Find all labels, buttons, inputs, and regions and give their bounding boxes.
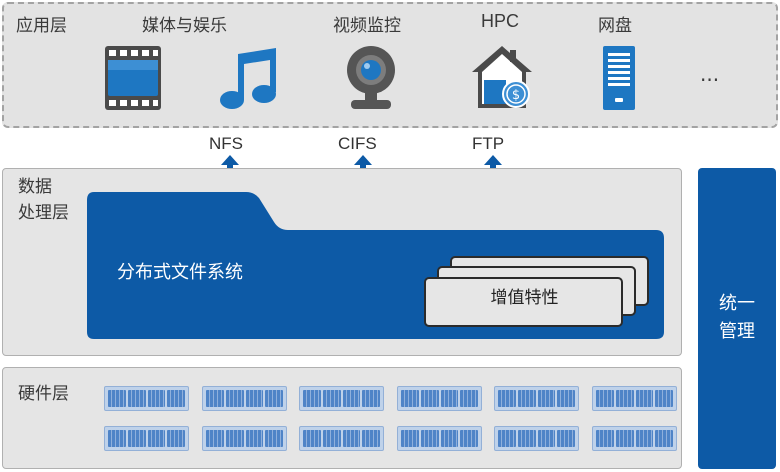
hpc-label: HPC	[481, 11, 520, 31]
disk-slot	[460, 390, 478, 407]
unified-management-label: 统一 管理	[698, 290, 776, 346]
server-tower-icon	[603, 46, 635, 110]
disk-slot	[557, 430, 575, 447]
disk-slot	[108, 390, 126, 407]
disk-drive-icon	[494, 426, 579, 451]
music-note-icon	[220, 48, 276, 109]
disk-slot	[537, 390, 556, 407]
disk-slot	[225, 390, 244, 407]
value-added-card-front	[424, 277, 623, 327]
film-strip-icon	[105, 46, 161, 110]
disk-slot	[655, 390, 673, 407]
disk-drive-icon	[592, 426, 677, 451]
network-disk-label: 网盘	[598, 16, 632, 36]
disk-slot	[206, 430, 224, 447]
house-coin-icon: $	[472, 46, 532, 108]
more-apps-ellipsis: ...	[700, 62, 720, 86]
disk-slot	[322, 390, 341, 407]
disk-slot	[517, 430, 536, 447]
disk-slot	[615, 390, 634, 407]
disk-slot	[401, 390, 419, 407]
disk-drive-icon	[592, 386, 677, 411]
disk-slot	[615, 430, 634, 447]
disk-slot	[362, 430, 380, 447]
disk-slot	[303, 430, 321, 447]
disk-slot	[108, 430, 126, 447]
disk-slot	[322, 430, 341, 447]
disk-slot	[147, 390, 166, 407]
disk-drive-icon	[104, 386, 189, 411]
disk-slot	[517, 390, 536, 407]
protocol-ftp-label: FTP	[472, 134, 505, 153]
disk-slot	[596, 390, 614, 407]
disk-slot	[362, 390, 380, 407]
hardware-layer-panel	[2, 367, 682, 469]
disk-drive-icon	[397, 426, 482, 451]
disk-slot	[127, 430, 146, 447]
disk-slot	[420, 430, 439, 447]
disk-slot	[342, 430, 361, 447]
svg-text:$: $	[512, 88, 520, 103]
data-layer-label-line1: 数据	[18, 177, 52, 197]
disk-slot	[167, 390, 185, 407]
disk-slot	[206, 390, 224, 407]
disk-slot	[167, 430, 185, 447]
management-label-line1: 统一	[719, 293, 755, 314]
disk-drive-icon	[299, 386, 384, 411]
disk-slot	[498, 430, 516, 447]
protocol-nfs-label: NFS	[209, 134, 243, 153]
disk-slot	[655, 430, 673, 447]
disk-slot	[460, 430, 478, 447]
disk-slot	[303, 390, 321, 407]
disk-slot	[127, 390, 146, 407]
disk-slot	[265, 390, 283, 407]
disk-slot	[596, 430, 614, 447]
media-entertainment-label: 媒体与娱乐	[142, 16, 227, 36]
disk-slot	[265, 430, 283, 447]
disk-slot	[635, 390, 654, 407]
disk-slot	[420, 390, 439, 407]
data-processing-layer-label: 数据 处理层	[18, 174, 69, 226]
disk-slot	[245, 430, 264, 447]
video-surveillance-label: 视频监控	[333, 16, 401, 36]
application-layer-label: 应用层	[16, 16, 67, 36]
webcam-icon	[347, 46, 395, 109]
disk-slot	[635, 430, 654, 447]
disk-slot	[401, 430, 419, 447]
disk-slot	[498, 390, 516, 407]
disk-slot	[245, 390, 264, 407]
disk-slot	[147, 430, 166, 447]
disk-drive-icon	[202, 426, 287, 451]
disk-slot	[440, 390, 459, 407]
disk-slot	[440, 430, 459, 447]
unified-management-panel	[698, 168, 776, 469]
disk-slot	[557, 390, 575, 407]
data-layer-label-line2: 处理层	[18, 203, 69, 223]
protocol-cifs-label: CIFS	[338, 134, 377, 153]
disk-slot	[342, 390, 361, 407]
value-added-features-label: 增值特性	[490, 288, 559, 308]
disk-drive-icon	[397, 386, 482, 411]
disk-slot	[225, 430, 244, 447]
disk-drive-icon	[299, 426, 384, 451]
disk-drive-icon	[104, 426, 189, 451]
disk-drive-icon	[202, 386, 287, 411]
hardware-layer-label: 硬件层	[18, 384, 69, 404]
distributed-filesystem-label: 分布式文件系统	[117, 262, 243, 283]
disk-slot	[537, 430, 556, 447]
management-label-line2: 管理	[719, 321, 755, 342]
disk-drive-icon	[494, 386, 579, 411]
